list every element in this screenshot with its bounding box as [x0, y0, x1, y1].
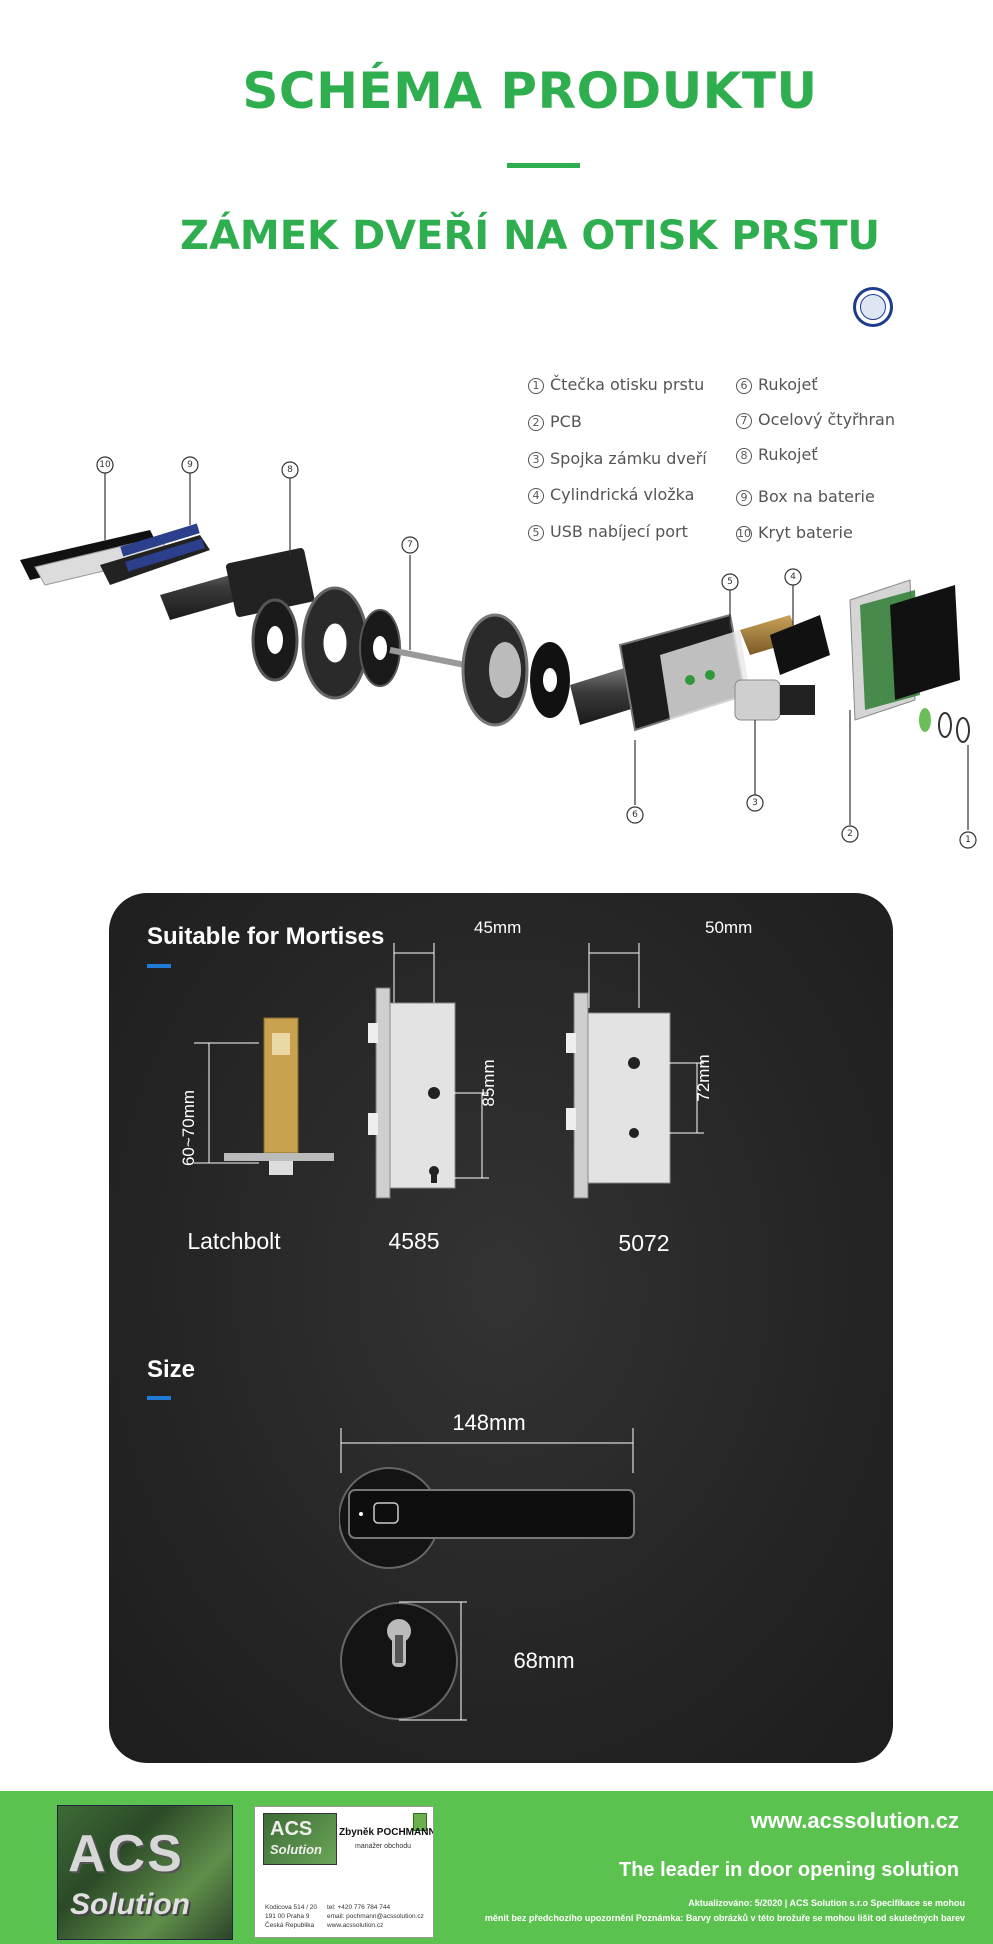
- mortise-5072-height: 72mm: [694, 1054, 713, 1102]
- size-heading: Size: [147, 1356, 196, 1383]
- heading-accent-bar: [147, 1396, 171, 1400]
- inner-handle-part: [160, 548, 315, 620]
- size-length: 148mm: [452, 1410, 526, 1435]
- mortise-5072-width: 50mm: [705, 918, 753, 937]
- exploded-view-diagram: 10 9 8 7 5 4 6 3 2 1: [20, 456, 977, 849]
- size-drawing: [339, 1428, 635, 1721]
- page-subtitle: ZÁMEK DVEŘÍ NA OTISK PRSTU: [179, 213, 881, 259]
- callout-label: 1: [965, 835, 971, 845]
- mortise-5072-image: [566, 943, 704, 1199]
- mortise-4585-width: 45mm: [474, 918, 522, 937]
- callout-label: 9: [187, 460, 193, 470]
- mortise-4585-image: [368, 943, 489, 1199]
- qr-icon: [413, 1813, 427, 1831]
- certification-badge-icon: [853, 287, 893, 327]
- footer-note-line2: měnit bez předchozího upozornění Poznámk…: [484, 1913, 965, 1923]
- latchbolt-dimension: 60~70mm: [179, 1089, 198, 1167]
- callout-2: [841, 825, 859, 843]
- callout-label: 8: [287, 465, 293, 475]
- callout-9: [181, 456, 199, 474]
- acs-logo: ACS Solution: [57, 1805, 233, 1940]
- callout-label: 6: [632, 810, 638, 820]
- steel-spindle-part: [389, 647, 466, 668]
- callout-8: [281, 461, 299, 479]
- latchbolt-label: Latchbolt: [187, 1228, 281, 1254]
- callout-4: [784, 568, 802, 586]
- card-role: manažer obchodu: [355, 1843, 412, 1850]
- heading-accent-bar: [147, 964, 171, 968]
- callout-label: 10: [99, 460, 111, 470]
- specs-panel: Suitable for Mortises 60~70mm Latchbolt …: [109, 893, 893, 1763]
- callout-6: [626, 806, 644, 824]
- mortise-5072-label: 5072: [618, 1230, 670, 1256]
- mortise-4585-height: 85mm: [479, 1059, 498, 1107]
- page-title: SCHÉMA PRODUKTU: [242, 62, 818, 120]
- callout-10: [96, 456, 114, 474]
- callout-label: 3: [752, 798, 758, 808]
- card-name: Zbyněk POCHMANN: [339, 1827, 434, 1838]
- callout-label: 2: [847, 829, 853, 839]
- callout-label: 5: [727, 577, 733, 587]
- callout-label: 4: [790, 572, 796, 582]
- callout-5: [721, 573, 739, 591]
- size-diameter: 68mm: [513, 1648, 575, 1673]
- mortise-4585-label: 4585: [388, 1228, 440, 1254]
- footer-website-link[interactable]: www.acssolution.cz: [750, 1808, 959, 1833]
- latchbolt-image: [194, 1017, 334, 1175]
- card-contact: tel: +420 776 784 744 email: pochmann@ac…: [327, 1904, 424, 1929]
- card-address: Kodicova 514 / 20 191 00 Praha 9 Česká R…: [265, 1904, 318, 1929]
- fingerprint-reader-part: [890, 585, 960, 700]
- callout-label: 7: [407, 540, 413, 550]
- mortises-heading: Suitable for Mortises: [147, 923, 385, 950]
- business-card: ACS Solution Zbyněk POCHMANN manažer obc…: [254, 1806, 434, 1938]
- outer-handle-part: [570, 613, 750, 732]
- door-lock-clutch-part: [734, 679, 815, 721]
- cylinder-part: [740, 615, 830, 675]
- battery-box-part: [100, 523, 210, 585]
- footer-tagline: The leader in door opening solution: [619, 1859, 959, 1881]
- title-divider: [507, 163, 580, 168]
- sensor-ring-part: [919, 708, 931, 732]
- footer-note-line1: Aktualizováno: 5/2020 | ACS Solution s.r…: [688, 1898, 965, 1908]
- callout-3: [746, 794, 764, 812]
- callout-7: [401, 536, 419, 554]
- callout-1: [959, 831, 977, 849]
- card-logo: ACS Solution: [263, 1813, 337, 1865]
